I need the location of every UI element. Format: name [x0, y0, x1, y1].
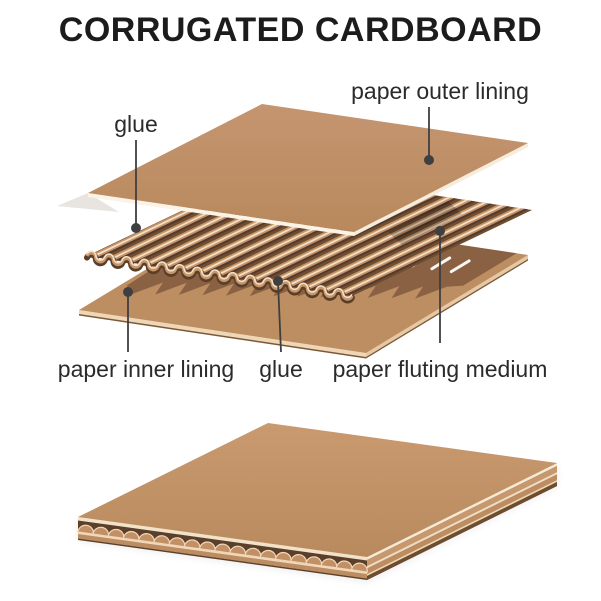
- label-paper-inner-lining: paper inner lining: [57, 356, 235, 382]
- label-paper-fluting-medium: paper fluting medium: [332, 356, 548, 382]
- label-paper-outer-lining: paper outer lining: [351, 78, 529, 104]
- diagram-title: CORRUGATED CARDBOARD: [58, 11, 543, 49]
- assembled-cardboard: [77, 423, 557, 582]
- outer-lining-sheet: [57, 104, 528, 236]
- label-glue-bottom: glue: [259, 356, 303, 382]
- label-glue-top: glue: [114, 111, 158, 137]
- leader-lines: [123, 107, 445, 353]
